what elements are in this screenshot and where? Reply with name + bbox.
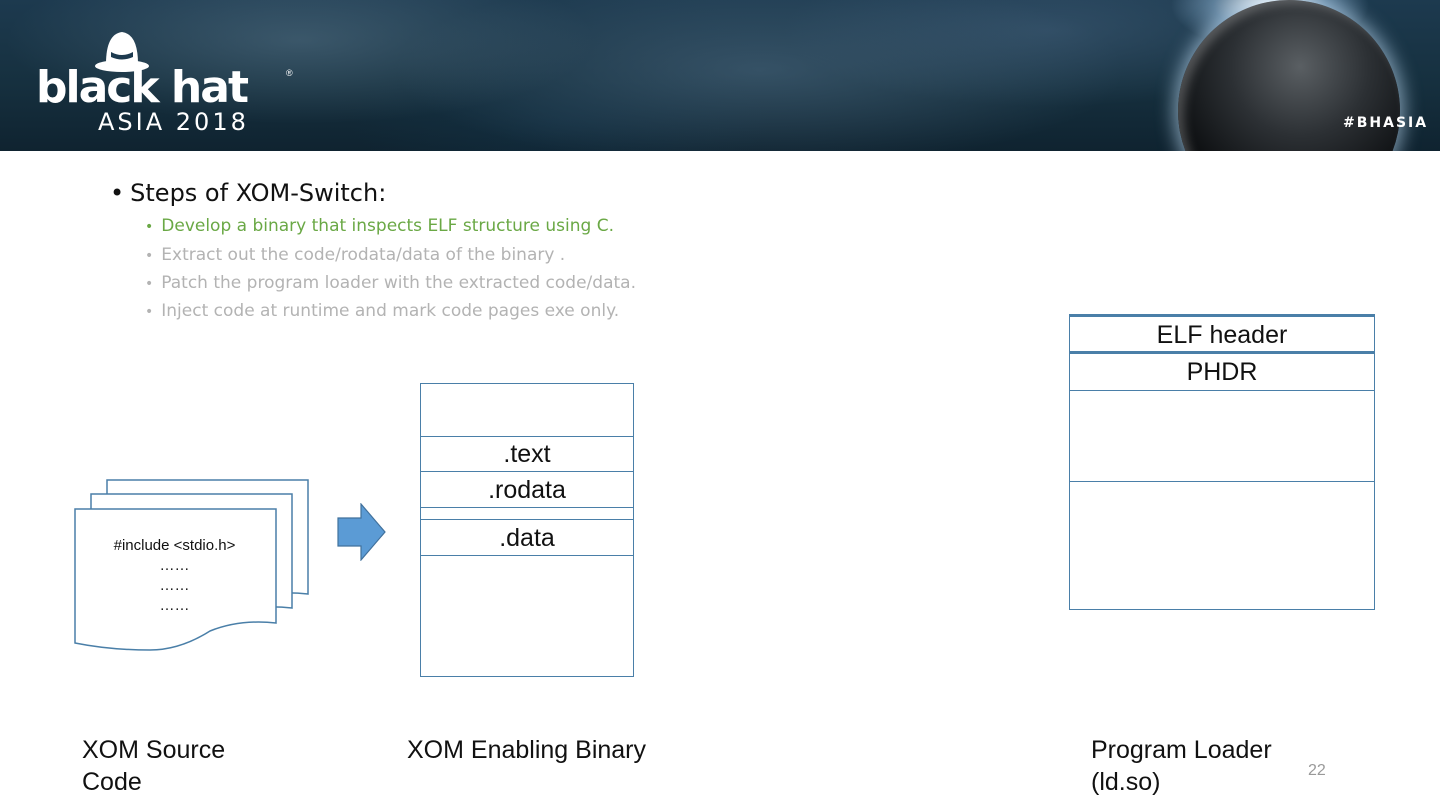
loader-layout-box: ELF header PHDR	[1069, 314, 1375, 610]
source-code-document: #include <stdio.h> …… …… ……	[72, 478, 312, 654]
logo-main-text: black hat	[36, 62, 249, 113]
logo-registered-mark: ®	[286, 68, 293, 78]
caption-source-line-2: Code	[82, 768, 142, 796]
black-hat-logo: black hat ® ASIA 2018	[36, 28, 306, 138]
bullet-dot: •	[145, 219, 154, 235]
section-rodata: .rodata	[488, 476, 566, 504]
section-divider	[1070, 390, 1374, 391]
source-code-text: #include <stdio.h> …… …… ……	[72, 536, 277, 616]
step-2-text: Extract out the code/rodata/data of the …	[161, 245, 566, 265]
bullet-dot: •	[145, 304, 154, 320]
logo-subtitle: ASIA 2018	[98, 108, 249, 136]
main-bullet: •Steps of XOM-Switch:	[110, 179, 386, 207]
header-banner: #BHASIA black hat ® ASIA 2018	[0, 0, 1440, 151]
section-divider	[421, 471, 633, 472]
slide-heading: Steps of XOM-Switch:	[130, 179, 387, 207]
bullet-dot: •	[110, 179, 125, 207]
caption-source: XOM Source Code	[82, 734, 225, 798]
section-divider	[421, 436, 633, 437]
section-data: .data	[499, 524, 555, 552]
stacked-documents-icon	[74, 479, 309, 651]
section-divider	[421, 507, 633, 508]
code-line: #include <stdio.h>	[113, 537, 236, 554]
code-line: ……	[159, 597, 190, 614]
step-2: • Extract out the code/rodata/data of the…	[145, 245, 565, 265]
step-3: • Patch the program loader with the extra…	[145, 273, 636, 293]
section-divider	[421, 519, 633, 520]
caption-loader: Program Loader (ld.so)	[1091, 734, 1272, 798]
section-divider	[1070, 481, 1374, 482]
caption-binary: XOM Enabling Binary	[407, 736, 647, 764]
code-line: ……	[159, 577, 190, 594]
code-line: ……	[159, 557, 190, 574]
black-hat-logo-icon	[95, 32, 149, 72]
step-4-text: Inject code at runtime and mark code pag…	[161, 301, 620, 321]
bullet-dot: •	[145, 276, 154, 292]
caption-loader-line-1: Program Loader	[1091, 736, 1272, 764]
right-arrow-icon	[337, 503, 386, 561]
page-number: 22	[1308, 762, 1326, 779]
step-1-text: Develop a binary that inspects ELF struc…	[161, 216, 614, 236]
step-4: • Inject code at runtime and mark code pa…	[145, 301, 619, 321]
bullet-dot: •	[145, 248, 154, 264]
section-text: .text	[503, 440, 551, 468]
step-1: • Develop a binary that inspects ELF stru…	[145, 216, 614, 236]
step-3-text: Patch the program loader with the extrac…	[161, 273, 636, 293]
binary-layout-box: .text .rodata .data	[420, 383, 634, 677]
section-divider	[1070, 351, 1374, 354]
section-phdr: PHDR	[1186, 358, 1258, 386]
caption-loader-line-2: (ld.so)	[1091, 768, 1161, 796]
hashtag-label: #BHASIA	[1343, 115, 1429, 131]
section-divider	[421, 555, 633, 556]
section-elf-header: ELF header	[1156, 321, 1288, 349]
caption-source-line-1: XOM Source	[82, 736, 226, 764]
